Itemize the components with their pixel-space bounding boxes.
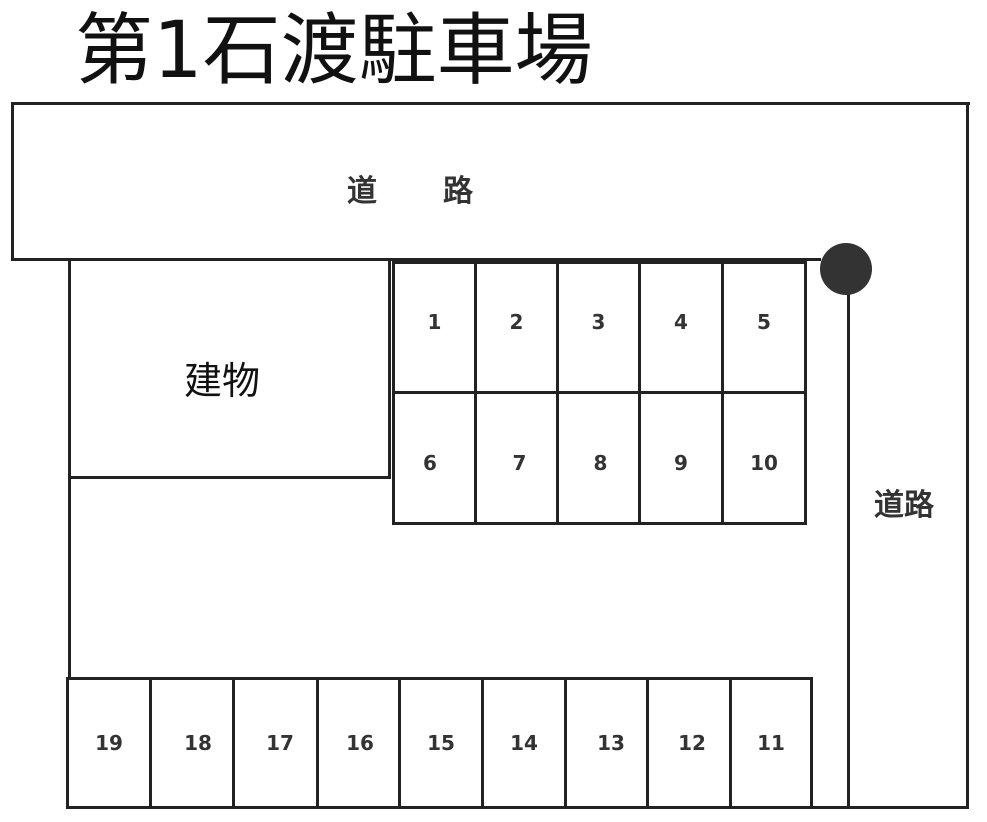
- parking-space-12[interactable]: 12: [649, 680, 735, 806]
- parking-space-15[interactable]: 15: [401, 680, 481, 806]
- parking-space-8[interactable]: 8: [559, 394, 642, 532]
- parking-space-18[interactable]: 18: [152, 680, 244, 806]
- parking-space-13[interactable]: 13: [567, 680, 655, 806]
- space-number: 18: [184, 731, 212, 755]
- parking-space-6[interactable]: 6: [395, 394, 465, 532]
- space-number: 19: [95, 731, 123, 755]
- parking-space-19[interactable]: 19: [69, 680, 149, 806]
- parking-space-16[interactable]: 16: [319, 680, 401, 806]
- space-number: 1: [427, 309, 442, 334]
- parking-space-1[interactable]: 1: [395, 264, 474, 379]
- page-title: 第1石渡駐車場: [75, 6, 593, 96]
- top-road-label: 道 路: [347, 174, 475, 209]
- parking-space-14[interactable]: 14: [484, 680, 564, 806]
- space-number: 12: [678, 731, 706, 755]
- space-number: 4: [674, 309, 688, 334]
- circle-marker-icon: [820, 243, 872, 295]
- parking-space-5[interactable]: 5: [724, 264, 804, 379]
- parking-space-17[interactable]: 17: [235, 680, 325, 806]
- parking-space-11[interactable]: 11: [732, 680, 810, 806]
- space-number: 11: [757, 731, 785, 755]
- parking-space-7[interactable]: 7: [477, 394, 562, 532]
- parking-space-10[interactable]: 10: [724, 394, 804, 532]
- space-number: 14: [510, 731, 538, 755]
- space-number: 17: [266, 731, 294, 755]
- space-number: 9: [674, 451, 688, 475]
- parking-space-3[interactable]: 3: [559, 264, 638, 379]
- parking-space-2[interactable]: 2: [477, 264, 556, 379]
- space-number: 7: [512, 451, 527, 475]
- space-number: 6: [423, 451, 437, 475]
- space-number: 8: [593, 451, 608, 475]
- space-number: 2: [509, 309, 524, 334]
- right-road-label: 道路: [874, 488, 934, 523]
- space-number: 5: [757, 309, 771, 334]
- space-number: 16: [346, 731, 374, 755]
- space-number: 15: [427, 731, 455, 755]
- lot-left-boundary: [68, 260, 71, 680]
- parking-space-9[interactable]: 9: [641, 394, 721, 532]
- building-label: 建物: [184, 359, 261, 403]
- space-number: 10: [750, 451, 778, 475]
- space-number: 3: [591, 309, 606, 334]
- space-number: 13: [597, 731, 625, 755]
- parking-space-4[interactable]: 4: [641, 264, 721, 379]
